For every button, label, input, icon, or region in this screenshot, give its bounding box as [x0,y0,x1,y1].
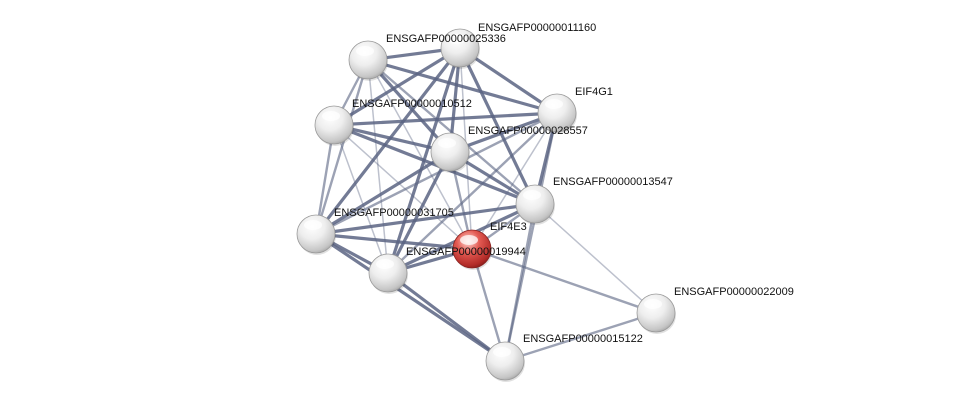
edge-nEIF4G1-n19944 [386,111,559,275]
node-highlight [448,34,466,44]
edge-n13547-n15122 [503,202,537,363]
edge-n13547-n22009 [534,203,657,314]
edge-n28557-n19944 [386,150,452,275]
edge-n25336-n31705 [314,58,370,236]
node-label-n25336: ENSGAFP00000025336 [386,33,506,45]
edge-n31705-n15122 [314,232,507,363]
node-layer [296,28,676,382]
edge-n11160-n10512 [332,46,462,127]
node-highlight [322,111,340,121]
node-label-n10512: ENSGAFP00000010512 [352,98,472,110]
edge-n11160-nEIF4G1 [458,46,559,115]
node-label-n11160: ENSGAFP00000011160 [478,22,596,34]
node-n25336[interactable] [348,40,388,81]
edge-n10512-n13547 [332,123,537,206]
edge-nEIF4E3-n22009 [470,247,658,315]
edge-n31705-nEIF4E3 [314,232,474,251]
edge-n25336-nEIF4E3 [367,59,473,250]
label-layer: ENSGAFP00000025336ENSGAFP00000011160EIF4… [334,22,794,345]
node-label-n22009: ENSGAFP00000022009 [674,286,794,298]
node-highlight [356,46,374,56]
edge-n25336-n19944 [367,59,389,274]
edge-n28557-n31705 [314,150,452,236]
node-highlight [523,190,541,200]
node-highlight [644,299,662,309]
node-highlight [376,259,394,269]
node-highlight [304,220,322,230]
edge-n10512-nEIF4E3 [333,124,473,250]
node-label-n19944: ENSGAFP00000019944 [406,246,526,258]
node-n11160[interactable] [440,28,480,69]
node-n13547[interactable] [515,184,555,225]
node-n15122[interactable] [485,341,525,382]
edge-n25336-n28557 [366,58,452,154]
node-n10512[interactable] [314,105,354,146]
node-n19944[interactable] [368,253,408,294]
edge-n10512-n28557 [332,123,452,154]
edge-nEIF4G1-n31705 [314,111,559,236]
node-highlight [438,138,456,148]
node-nEIF4E3[interactable] [452,229,492,270]
node-label-n31705: ENSGAFP00000031705 [334,207,454,219]
edge-n11160-n31705 [314,46,462,236]
node-n31705[interactable] [296,214,336,255]
node-n22009[interactable] [636,293,676,334]
edge-n11160-n13547 [458,46,537,206]
node-highlight [460,235,478,245]
node-label-n13547: ENSGAFP00000013547 [553,176,673,188]
edge-nEIF4E3-n15122 [470,247,507,363]
edge-n22009-n15122 [503,311,658,363]
edge-n19944-n15122 [386,271,507,363]
edge-n10512-n19944 [333,124,389,274]
node-n28557[interactable] [430,132,470,173]
node-highlight [545,99,563,109]
node-nEIF4G1[interactable] [537,93,577,134]
node-label-nEIF4E3: EIF4E3 [490,221,527,233]
node-label-n28557: ENSGAFP00000028557 [468,125,588,137]
edge-n13547-n31705 [314,202,537,236]
edge-nEIF4G1-n10512 [332,111,559,127]
node-label-n15122: ENSGAFP00000015122 [523,333,643,345]
edge-n25336-nEIF4G1 [366,58,559,115]
node-label-nEIF4G1: EIF4G1 [575,86,613,98]
node-highlight [493,347,511,357]
